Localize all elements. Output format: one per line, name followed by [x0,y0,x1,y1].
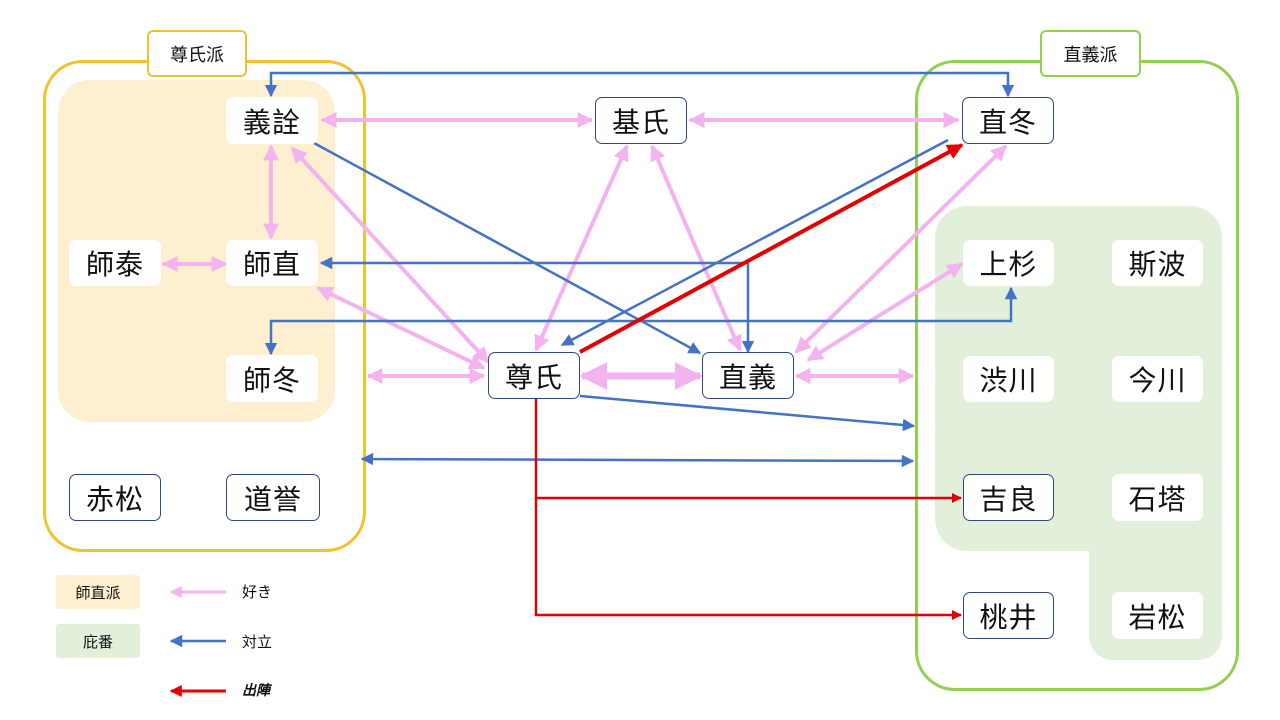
node-takauji: 尊氏 [488,352,580,399]
node-uesugi: 上杉 [963,240,1054,286]
legend-conflict-label: 対立 [242,633,273,651]
node-shibukawa: 渋川 [963,356,1054,402]
node-shiba: 斯波 [1112,240,1203,286]
node-imagawa: 今川 [1112,356,1203,402]
like-arrow-motouji-tadayoshi [650,144,742,352]
takauji-faction-label: 尊氏派 [147,30,247,77]
conflict-arrow-takauji-protection [579,394,916,432]
expedition-arrow-takauji-momonoi [534,498,962,620]
conflict-arrow-takauji-faction-tadayoshi-faction [360,452,915,468]
legend-moronao-faction-swatch: 師直派 [56,575,140,609]
tadayoshi-faction-label: 直義派 [1040,30,1141,77]
node-morofuyu: 師冬 [226,355,318,402]
node-yoshiakira: 義詮 [226,97,318,144]
expedition-arrow-takauji-tadafuyu [579,143,964,354]
node-tadafuyu: 直冬 [962,97,1054,144]
node-doyo: 道誉 [226,474,320,521]
node-iwamatsu: 岩松 [1112,592,1203,639]
node-kira: 吉良 [963,474,1054,521]
legend-protection-swatch: 庇番 [56,624,140,658]
like-arrow-takauji-motouji [534,144,629,352]
expedition-arrow-takauji-kira [534,398,962,503]
node-motouji: 基氏 [595,97,687,144]
like-arrow-yoshiakira-takauji [290,146,490,364]
node-ishido: 石塔 [1112,474,1203,521]
node-moronao: 師直 [226,240,318,286]
conflict-arrow-tadafuyu-takauji [560,138,949,347]
node-moroyasu: 師泰 [69,240,161,286]
conflict-arrow-moronao-tadayoshi [319,256,755,354]
like-arrow-tadayoshi-uesugi [806,262,964,362]
legend-like-label: 好き [242,583,273,601]
legend-expedition-label: 出陣 [242,683,270,699]
conflict-arrow-yoshiakira-tadafuyu [264,71,1015,98]
node-akamatsu: 赤松 [69,474,161,521]
node-momonoi: 桃井 [963,592,1054,639]
node-tadayoshi: 直義 [702,352,794,399]
